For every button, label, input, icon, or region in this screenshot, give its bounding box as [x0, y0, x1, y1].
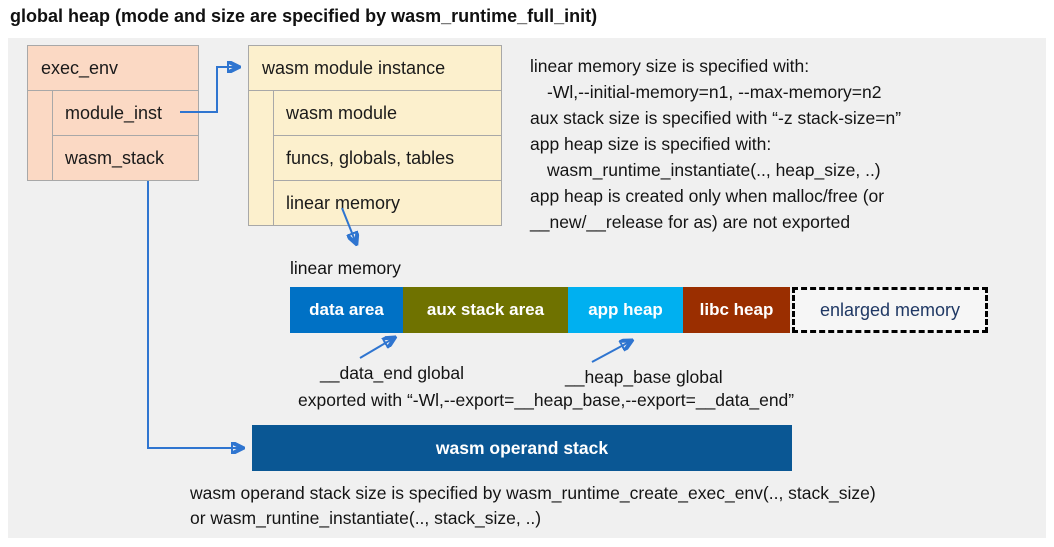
wasm-module-instance-box: wasm module instance wasm module funcs, …: [248, 45, 502, 226]
wasm-module-instance-gutter: [249, 91, 274, 225]
exec-env-row-wasm-stack: wasm_stack: [65, 147, 165, 168]
note-line: app heap is created only when malloc/fre…: [530, 186, 885, 206]
exec-env-rows: module_inst wasm_stack: [53, 91, 198, 180]
note-line: app heap size is specified with:: [530, 134, 772, 154]
instance-row-linear-memory: linear memory: [286, 192, 401, 213]
note-line: linear memory size is specified with:: [530, 56, 810, 76]
segment-data-area: data area: [290, 287, 403, 333]
operand-note-line: wasm operand stack size is specified by …: [190, 483, 876, 503]
operand-stack-notes: wasm operand stack size is specified by …: [190, 481, 876, 531]
note-line: __new/__release for as) are not exported: [530, 212, 851, 232]
wasm-module-instance-header: wasm module instance: [249, 46, 501, 91]
exported-with-label: exported with “-Wl,--export=__heap_base,…: [298, 390, 795, 410]
segment-libc-heap: libc heap: [683, 287, 790, 333]
heap-base-global-label: __heap_base global: [565, 367, 723, 387]
enlarged-memory-box: enlarged memory: [792, 287, 988, 333]
exec-env-header: exec_env: [28, 46, 198, 91]
wasm-module-instance-rows: wasm module funcs, globals, tables linea…: [274, 91, 501, 225]
exec-env-gutter: [28, 91, 53, 180]
instance-row-wasm-module: wasm module: [274, 91, 501, 136]
diagram-title: global heap (mode and size are specified…: [10, 6, 598, 26]
note-line: aux stack size is specified with “-z sta…: [530, 108, 902, 128]
instance-row-funcs-globals-tables: funcs, globals, tables: [274, 136, 501, 181]
data-end-global-label: __data_end global: [320, 363, 465, 383]
exec-env-box: exec_env module_inst wasm_stack: [27, 45, 199, 181]
exec-env-body: module_inst wasm_stack: [28, 91, 198, 180]
segment-aux-stack-area: aux stack area: [403, 287, 568, 333]
segment-app-heap: app heap: [568, 287, 683, 333]
operand-note-line: or wasm_runtine_instantiate(.., stack_si…: [190, 508, 542, 528]
wasm-operand-stack-bar: wasm operand stack: [252, 425, 792, 471]
memory-size-notes: linear memory size is specified with: -W…: [530, 53, 901, 235]
wasm-module-instance-body: wasm module funcs, globals, tables linea…: [249, 91, 501, 225]
note-line: -Wl,--initial-memory=n1, --max-memory=n2: [547, 82, 882, 102]
linear-memory-label: linear memory: [290, 258, 401, 278]
exec-env-row-module-inst: module_inst: [53, 91, 198, 136]
linear-memory-bar: data area aux stack area app heap libc h…: [290, 287, 790, 333]
note-line: wasm_runtime_instantiate(.., heap_size, …: [547, 160, 881, 180]
